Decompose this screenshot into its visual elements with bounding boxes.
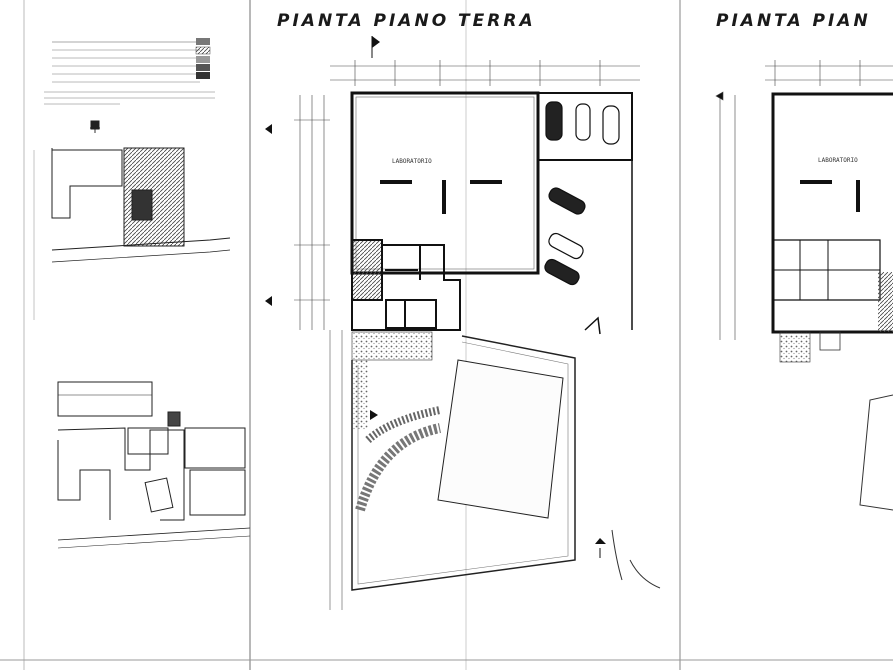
sheet-title-ground-floor: PIANTA PIANO TERRA — [277, 11, 536, 31]
dimension-lines-top — [330, 60, 640, 86]
north-arrow-icon — [584, 316, 606, 558]
street-edge — [329, 330, 661, 610]
parked-cars — [544, 101, 620, 286]
site-plan-upper — [33, 120, 231, 320]
section-marker — [265, 36, 380, 420]
entrance-path — [351, 331, 441, 444]
legend-block — [44, 38, 215, 105]
service-rooms — [351, 239, 461, 331]
garden-lawn-right — [859, 394, 893, 511]
laboratory-upper-floor — [771, 92, 893, 363]
room-label-laboratory: LABORATORIO — [392, 158, 432, 165]
dimension-lines-left — [294, 95, 330, 330]
dimension-lines-right — [715, 60, 893, 340]
site-plan-lower — [57, 381, 251, 549]
garden-lawn — [437, 359, 564, 519]
garage — [538, 92, 633, 330]
sheet-title-upper-floor: PIANTA PIAN — [716, 11, 871, 31]
lot-boundary — [351, 335, 576, 591]
room-label-laboratory-right: LABORATORIO — [818, 157, 858, 164]
